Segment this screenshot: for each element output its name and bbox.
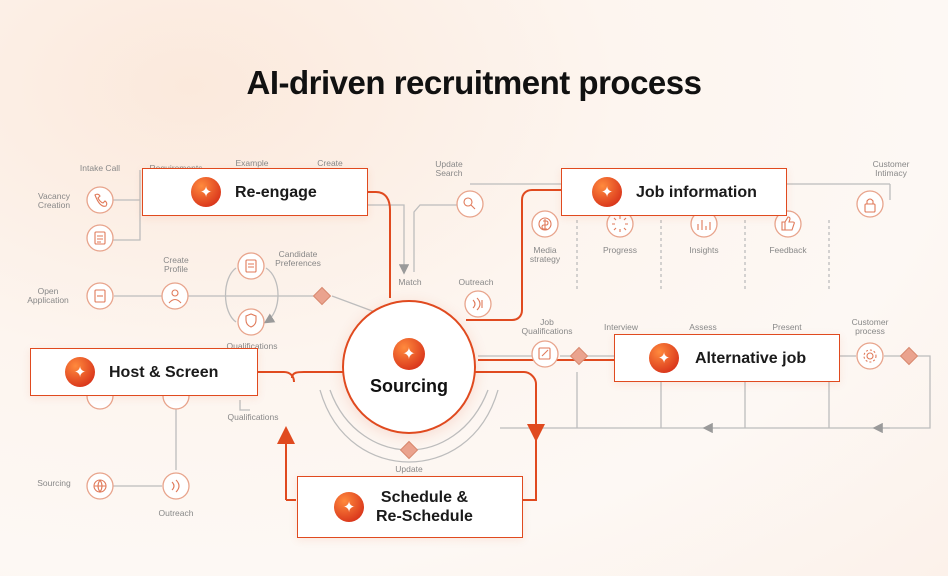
label-present: Present bbox=[772, 322, 802, 332]
sparkle-icon: ✦ bbox=[592, 177, 622, 207]
label-sourcing-small: Sourcing bbox=[37, 478, 71, 488]
card-schedule-reschedule[interactable]: ✦ Schedule &Re-Schedule bbox=[297, 476, 523, 538]
qualification-node bbox=[237, 308, 265, 336]
outreach-top-node bbox=[464, 290, 492, 318]
label-match: Match bbox=[398, 277, 422, 287]
label-qualifications-mid: Qualifications bbox=[227, 412, 279, 422]
label-assess: Assess bbox=[689, 322, 717, 332]
job-qualifications-node bbox=[531, 340, 559, 368]
candidate-pref-node bbox=[237, 252, 265, 280]
card-re-engage[interactable]: ✦ Re-engage bbox=[142, 168, 368, 216]
outreach-bottom-node bbox=[162, 472, 190, 500]
sparkle-icon: ✦ bbox=[334, 492, 364, 522]
sparkle-icon: ✦ bbox=[65, 357, 95, 387]
label-intake-call: Intake Call bbox=[79, 163, 121, 173]
page-title: AI-driven recruitment process bbox=[246, 64, 702, 101]
label-feedback: Feedback bbox=[769, 245, 807, 255]
label-create: Create bbox=[317, 158, 343, 168]
sourcing-hub[interactable]: ✦ Sourcing bbox=[342, 300, 476, 434]
label-outreach-bottom: Outreach bbox=[158, 508, 194, 518]
label-progress: Progress bbox=[602, 245, 638, 255]
document-node bbox=[86, 224, 114, 252]
sparkle-icon: ✦ bbox=[191, 177, 221, 207]
update-search-node bbox=[456, 190, 484, 218]
label-qualifications-top: Qualifications bbox=[226, 341, 278, 351]
sparkle-icon: ✦ bbox=[393, 337, 425, 370]
card-host-screen[interactable]: ✦ Host & Screen bbox=[30, 348, 258, 396]
phone-node bbox=[86, 186, 114, 214]
customer-process-node bbox=[856, 342, 884, 370]
card-job-information[interactable]: ✦ Job information bbox=[561, 168, 787, 216]
label-example: Example bbox=[235, 158, 269, 168]
card-alternative-job[interactable]: ✦ Alternative job bbox=[614, 334, 840, 382]
sparkle-icon: ✦ bbox=[649, 343, 679, 373]
label-insights: Insights bbox=[689, 245, 719, 255]
label-update: Update bbox=[395, 464, 423, 474]
label-outreach-top: Outreach bbox=[458, 277, 494, 287]
label-interview: Interview bbox=[603, 322, 639, 332]
